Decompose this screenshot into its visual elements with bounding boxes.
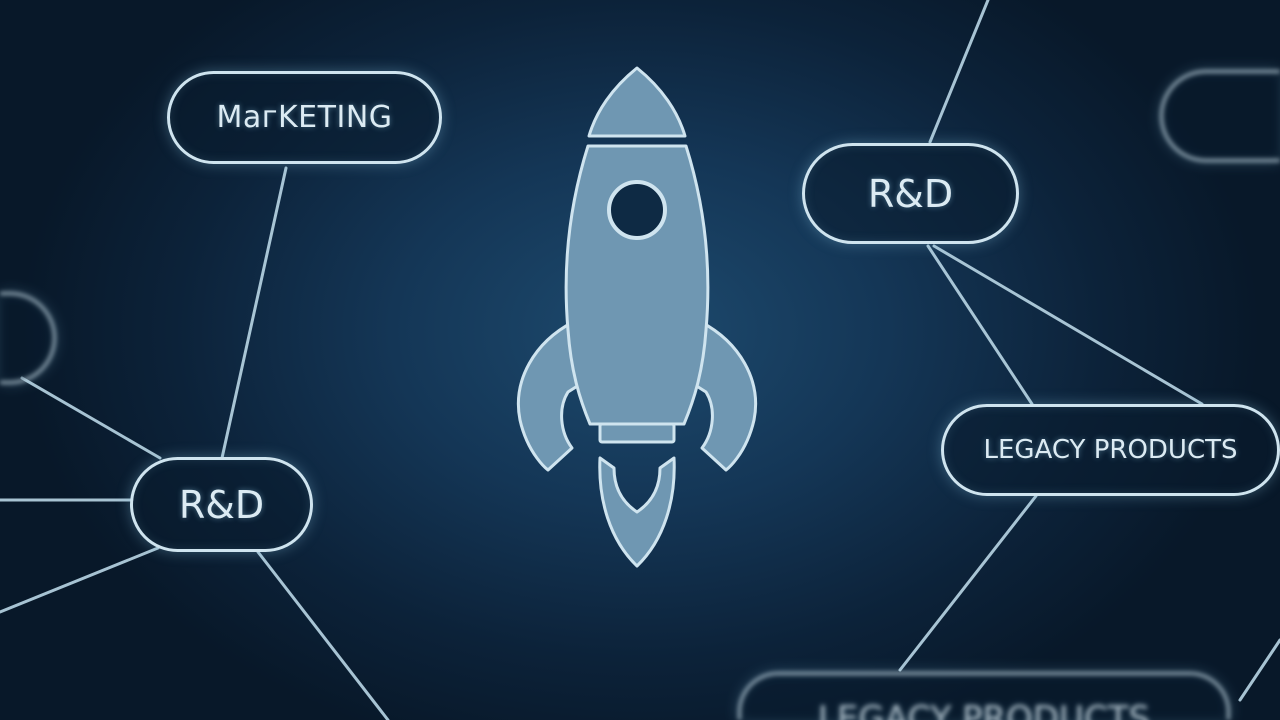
node-rd-left-label: R&D [178,482,265,527]
connector-rd-left-down [256,550,390,720]
node-marketing[interactable]: MaгKETING [167,71,442,164]
node-blurred-top-right[interactable] [1160,70,1280,162]
node-legacy-products-bottom[interactable]: LEGACY PRODUCTS [738,672,1230,720]
node-legacy-products-bottom-label: LEGACY PRODUCTS [817,699,1151,720]
connector-rd-left-offscreen-3 [0,546,160,614]
connector-marketing-rd [220,166,288,460]
rocket-body [564,144,710,426]
rocket-window [607,180,667,240]
node-marketing-label: MaгKETING [216,100,393,135]
connector-rd-right-legacy-2 [932,244,1204,406]
node-legacy-products-label: LEGACY PRODUCTS [983,435,1238,465]
connector-rd-left-offscreen-1 [20,376,162,460]
connector-legacy-down [898,494,1038,672]
node-rd-top-right[interactable]: R&D [802,143,1019,244]
rocket-nozzle [598,422,676,444]
node-rd-left[interactable]: R&D [130,457,313,552]
rocket-flame [598,456,676,568]
connector-right-edge [1238,638,1280,702]
node-legacy-products[interactable]: LEGACY PRODUCTS [941,404,1280,496]
rocket-nose [587,66,687,138]
connector-rd-right-legacy-1 [926,244,1034,406]
node-rd-top-right-label: R&D [867,171,954,216]
connector-rd-right-up [928,0,990,144]
